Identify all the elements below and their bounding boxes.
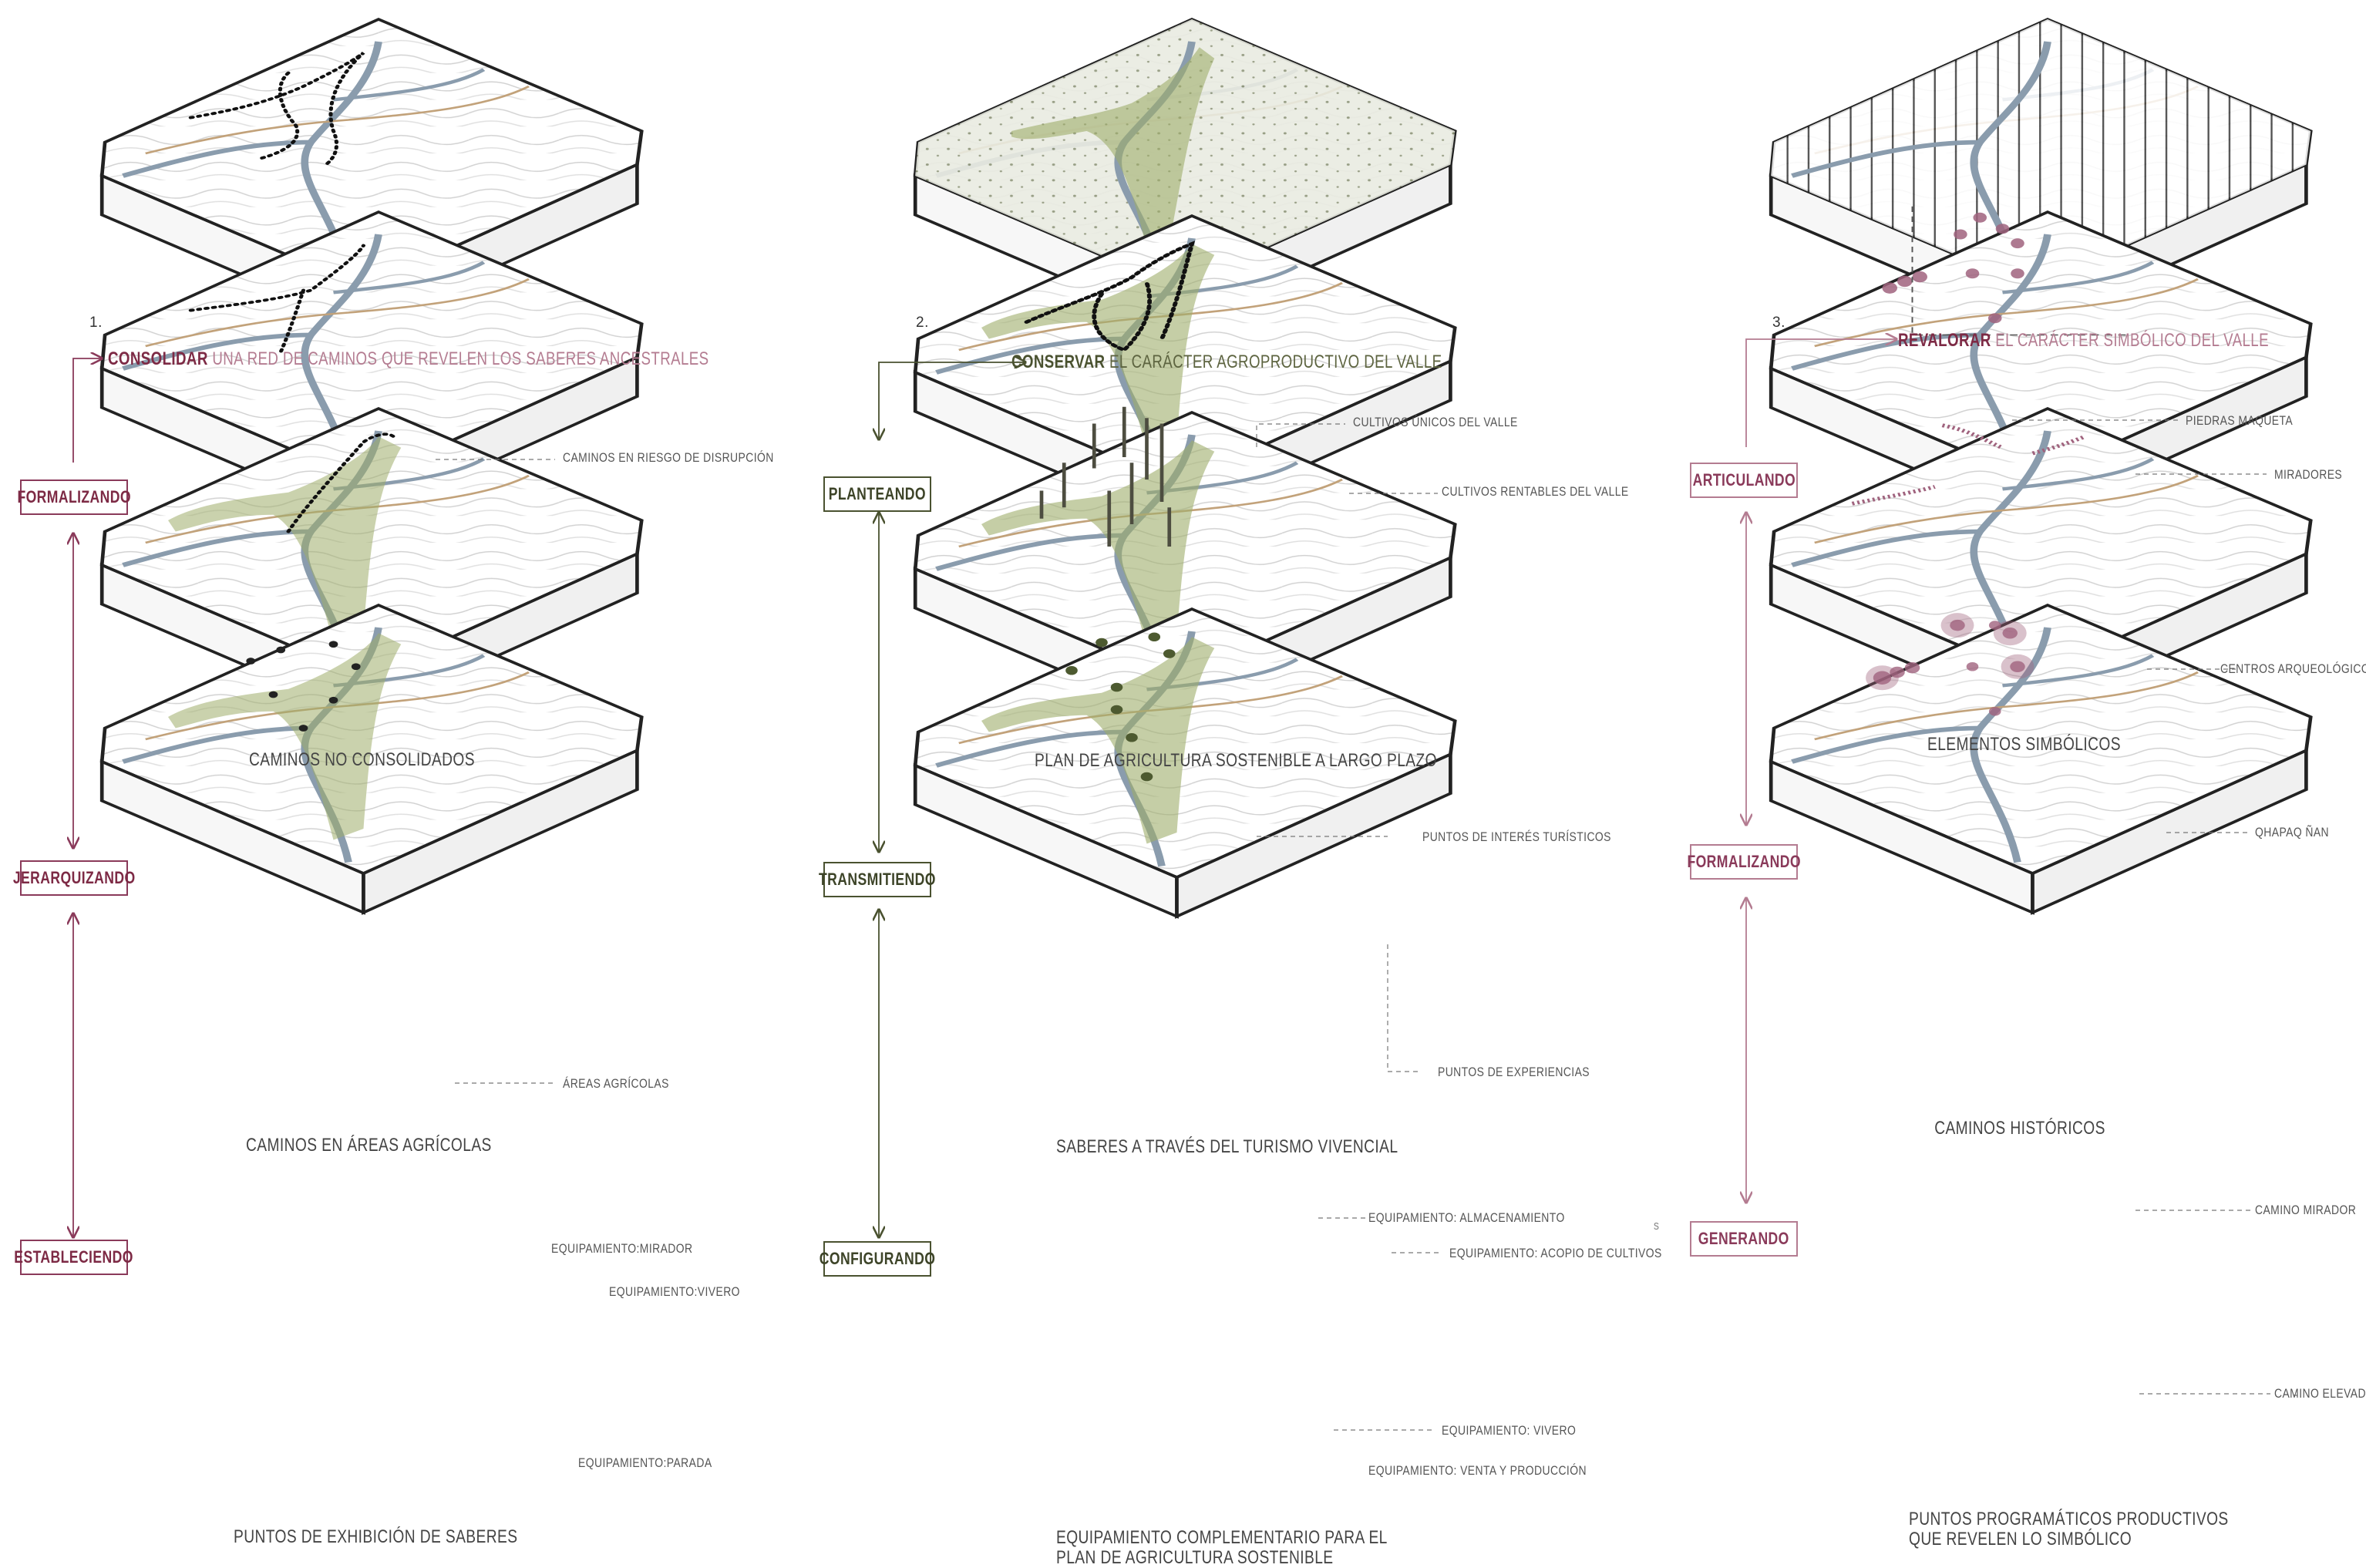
col3-note-camino-mirador: CAMINO MIRADOR [2255, 1203, 2357, 1217]
col1-note-riesgo: CAMINOS EN RIESGO DE DISRUPCIÓN [563, 450, 774, 465]
col1-note-parada: EQUIPAMIENTO:PARADA [578, 1455, 712, 1470]
col3-note-piedras: PIEDRAS MAQUETA [2186, 413, 2294, 428]
col1-caption-2: CAMINOS EN ÁREAS AGRÍCOLAS [246, 1135, 492, 1156]
col3-headline-keyword: REVALORAR [1898, 330, 1991, 351]
col3-badge-generando[interactable]: GENERANDO [1690, 1221, 1798, 1257]
col2-caption-3-line1: EQUIPAMIENTO COMPLEMENTARIO PARA EL [1056, 1527, 1388, 1548]
col3-note-qhapaq: QHAPAQ ÑAN [2255, 825, 2330, 840]
col3-headline: REVALORAR EL CARÁCTER SIMBÓLICO DEL VALL… [1898, 330, 2269, 352]
leader-lines [436, 419, 2297, 1431]
col2-number: 2. [916, 315, 929, 331]
col1-headline: CONSOLIDAR UNA RED DE CAMINOS QUE REVELE… [108, 348, 709, 370]
col3-note-arqueologicos: CENTROS ARQUEOLÓGICOS [2220, 661, 2366, 676]
col3-map-formalizando [1771, 409, 2310, 716]
col2-note-cultivos-rentables: CULTIVOS RENTABLES DEL VALLE [1442, 484, 1629, 499]
col1-badge-jerarquizando[interactable]: JERARQUIZANDO [13, 860, 135, 896]
col2-map-transmitiendo [915, 406, 1455, 720]
col2-caption-2: SABERES A TRAVÉS DEL TURISMO VIVENCIAL [1056, 1136, 1398, 1157]
col2-note-cultivos-unicos: CULTIVOS ÚNICOS DEL VALLE [1353, 415, 1518, 429]
col1-map-intro [102, 19, 641, 327]
col2-badge-planteando[interactable]: PLANTEANDO [823, 476, 931, 512]
col1-note-vivero: EQUIPAMIENTO:VIVERO [609, 1284, 740, 1299]
col3-headline-rest: EL CARÁCTER SIMBÓLICO DEL VALLE [1991, 330, 2269, 351]
col2-note-experiencias: PUNTOS DE EXPERIENCIAS [1438, 1065, 1590, 1079]
col2-caption-1: PLAN DE AGRICULTURA SOSTENIBLE A LARGO P… [1035, 750, 1437, 771]
col3-note-camino-elevado: CAMINO ELEVADO [2274, 1386, 2366, 1401]
col3-caption-3-line1: PUNTOS PROGRAMÁTICOS PRODUCTIVOS [1909, 1509, 2229, 1529]
col1-note-areas: ÁREAS AGRÍCOLAS [563, 1076, 669, 1091]
col3-badge-articulando[interactable]: ARTICULANDO [1690, 463, 1798, 498]
col1-map-formalizando [102, 212, 641, 520]
stray-mark: s [1654, 1218, 1660, 1233]
col1-caption-1: CAMINOS NO CONSOLIDADOS [249, 749, 475, 770]
col1-caption-3: PUNTOS DE EXHIBICIÓN DE SABERES [234, 1526, 518, 1547]
col3-map-articulando [1771, 206, 2310, 520]
col2-arrow-intro [879, 362, 1025, 439]
col3-map-generando [1771, 605, 2310, 913]
col3-arrow-intro [1745, 339, 1897, 447]
col2-caption-3-line2: PLAN DE AGRICULTURA SOSTENIBLE [1056, 1547, 1334, 1568]
col2-note-venta: EQUIPAMIENTO: VENTA Y PRODUCCIÓN [1368, 1463, 1587, 1478]
col3-badge-formalizando[interactable]: FORMALIZANDO [1687, 844, 1800, 880]
col2-headline-keyword: CONSERVAR [1011, 352, 1106, 372]
col2-headline: CONSERVAR EL CARÁCTER AGROPRODUCTIVO DEL… [1011, 352, 1442, 373]
col1-arrow-intro [72, 358, 102, 463]
col2-headline-rest: EL CARÁCTER AGROPRODUCTIVO DEL VALLE [1105, 352, 1442, 372]
col1-headline-rest: UNA RED DE CAMINOS QUE REVELEN LOS SABER… [207, 348, 709, 369]
col1-badge-estableciendo[interactable]: ESTABLECIENDO [15, 1240, 133, 1275]
col1-number: 1. [89, 315, 103, 331]
col2-badge-transmitiendo[interactable]: TRANSMITIENDO [819, 862, 936, 897]
col2-note-turisticos: PUNTOS DE INTERÉS TURÍSTICOS [1422, 829, 1611, 844]
col2-map-planteando [915, 216, 1455, 523]
col2-map-configurando [915, 609, 1455, 917]
col1-map-estableciendo [102, 605, 641, 913]
col3-number: 3. [1772, 315, 1785, 331]
col1-headline-keyword: CONSOLIDAR [108, 348, 208, 369]
col3-note-miradores: MIRADORES [2274, 467, 2343, 482]
col3-caption-1: ELEMENTOS SIMBÓLICOS [1927, 734, 2121, 755]
col2-map-intro [915, 19, 1455, 327]
col1-note-mirador: EQUIPAMIENTO:MIRADOR [551, 1241, 693, 1256]
col2-note-almacenamiento: EQUIPAMIENTO: ALMACENAMIENTO [1368, 1210, 1565, 1225]
col1-map-jerarquizando [102, 409, 641, 716]
col3-caption-2: CAMINOS HISTÓRICOS [1934, 1118, 2105, 1139]
col2-note-vivero: EQUIPAMIENTO: VIVERO [1442, 1423, 1577, 1438]
col2-note-acopio: EQUIPAMIENTO: ACOPIO DE CULTIVOS [1449, 1246, 1662, 1260]
col1-badge-formalizando[interactable]: FORMALIZANDO [17, 479, 130, 515]
col2-badge-configurando[interactable]: CONFIGURANDO [820, 1241, 935, 1277]
col3-caption-3-line2: QUE REVELEN LO SIMBÓLICO [1909, 1529, 2132, 1549]
